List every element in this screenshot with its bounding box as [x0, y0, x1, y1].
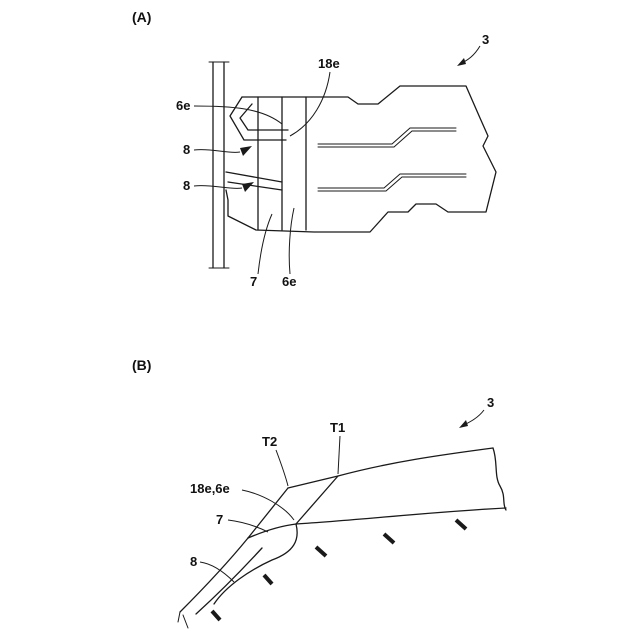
label-7-b: 7: [216, 512, 223, 527]
tread-block-2: [264, 575, 272, 584]
leader-t1: [338, 436, 340, 474]
tread-surface-bottom: [296, 508, 506, 524]
panel-a: (A) 3 18e 6e 8: [132, 9, 496, 289]
panel-b-ref-arrowhead: [459, 420, 468, 428]
label-6e-bottom: 6e: [282, 274, 296, 289]
label-6e-left: 6e: [176, 98, 190, 113]
ply-line-8: [196, 548, 262, 614]
leader-18e: [290, 72, 330, 136]
leader-18e-6e: [242, 490, 294, 520]
label-t2: T2: [262, 434, 277, 449]
label-t1: T1: [330, 420, 345, 435]
belt-cord-upper-b: [318, 131, 456, 147]
label-8-b: 8: [190, 554, 197, 569]
shoulder-edge-t1: [296, 476, 338, 524]
sidewall-outer: [180, 538, 248, 612]
label-18e-6e: 18e,6e: [190, 481, 230, 496]
belt-cord-upper-a: [318, 128, 456, 144]
tread-block-5: [456, 520, 466, 529]
panel-a-ref-number: 3: [482, 32, 489, 47]
belt-cord-lower-b: [318, 177, 466, 191]
leader-6e-bottom: [289, 208, 294, 274]
tread-block-4: [384, 534, 394, 543]
panel-b-ref-number: 3: [487, 395, 494, 410]
panel-a-label: (A): [132, 9, 151, 25]
label-8-upper: 8: [183, 142, 190, 157]
leader-8-upper: [194, 150, 240, 153]
panel-b: (B) 3 T1 T2 18e,6e 7: [132, 357, 506, 628]
leader-8-lower: [194, 186, 242, 189]
panel-a-ref-arrowhead: [457, 58, 466, 66]
leader-7-b: [228, 520, 268, 532]
label-18e: 18e: [318, 56, 340, 71]
ply-strip-top: [226, 172, 282, 182]
leader-t2: [276, 450, 288, 486]
leader-8-b: [200, 562, 234, 582]
tread-surface-top: [288, 448, 493, 488]
label-8-lower: 8: [183, 178, 190, 193]
tire-section-outline: [226, 86, 496, 232]
panel-b-label: (B): [132, 357, 151, 373]
arrowhead-8-lower: [242, 182, 254, 192]
label-7-a: 7: [250, 274, 257, 289]
tread-block-1: [212, 611, 220, 620]
tread-left-hook-inner: [240, 104, 288, 130]
arrowhead-8-upper: [240, 146, 252, 156]
bottom-break: [178, 612, 188, 628]
leader-7-a: [258, 214, 272, 274]
right-break-line: [493, 448, 506, 510]
tread-block-3: [316, 547, 326, 556]
leader-6e-left: [194, 106, 282, 124]
